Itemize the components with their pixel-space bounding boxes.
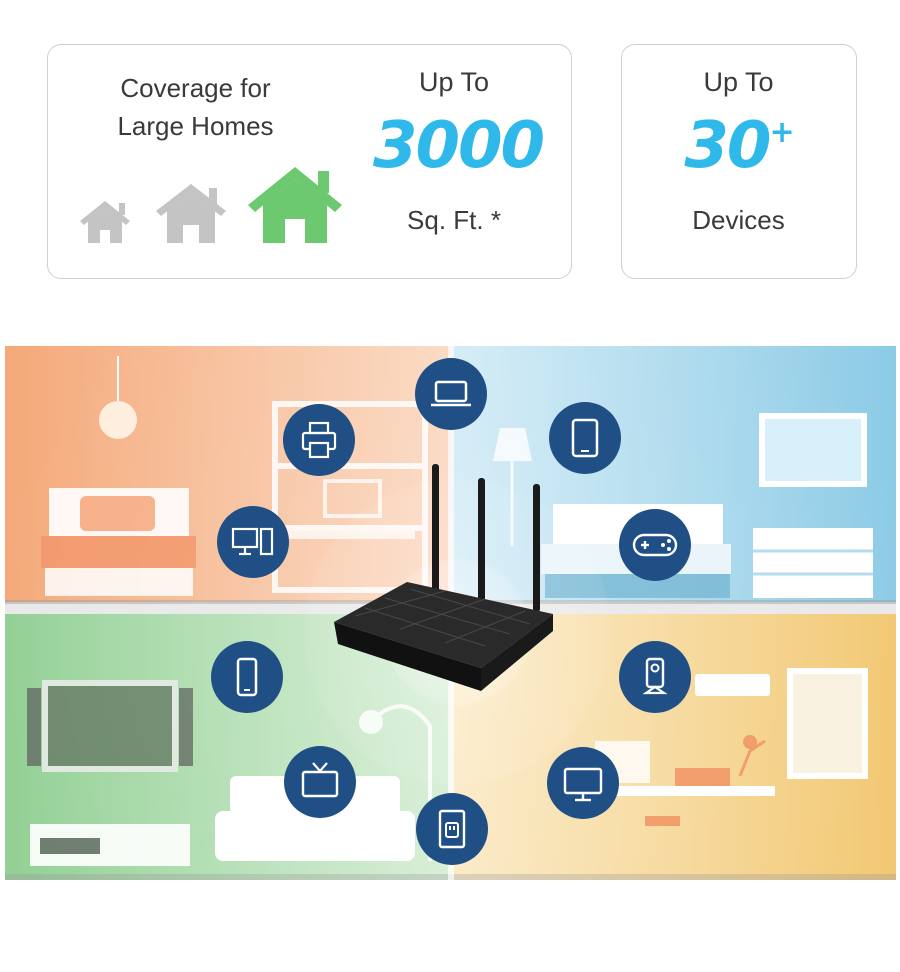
- house-large-icon: [248, 167, 342, 243]
- devices-card: Up To 30+ Devices: [621, 44, 857, 279]
- devices-plus: +: [769, 115, 794, 150]
- smart-plug-icon: [416, 793, 488, 865]
- smartphone-icon: [211, 641, 283, 713]
- laptop-icon: [415, 358, 487, 430]
- gamepad-icon: [619, 509, 691, 581]
- printer-icon: [283, 404, 355, 476]
- house-medium-icon: [156, 184, 226, 243]
- devices-value-wrap: 30+: [622, 109, 855, 183]
- ip-camera-icon: [619, 641, 691, 713]
- house-scene-illustration: [5, 346, 896, 880]
- coverage-card: Coverage for Large Homes Up To 3000 Sq. …: [47, 44, 572, 279]
- devices-unit: Devices: [692, 205, 785, 235]
- house-small-icon: [80, 201, 130, 243]
- houses-illustration: [80, 167, 342, 243]
- coverage-heading-line2: Large Homes: [117, 111, 274, 141]
- coverage-upto: Up To: [418, 67, 490, 97]
- devices-upto: Up To: [703, 67, 774, 97]
- tv-icon: [284, 746, 356, 818]
- coverage-heading: Coverage for Large Homes: [108, 69, 283, 145]
- tablet-icon: [549, 402, 621, 474]
- monitor-icon: [547, 747, 619, 819]
- coverage-heading-line1: Coverage for: [120, 73, 271, 103]
- coverage-value: 3000: [372, 109, 545, 183]
- desktop-computer-icon: [217, 506, 289, 578]
- devices-value: 30: [684, 109, 771, 183]
- wifi-router: [334, 464, 553, 691]
- coverage-unit: Sq. Ft. *: [407, 205, 501, 235]
